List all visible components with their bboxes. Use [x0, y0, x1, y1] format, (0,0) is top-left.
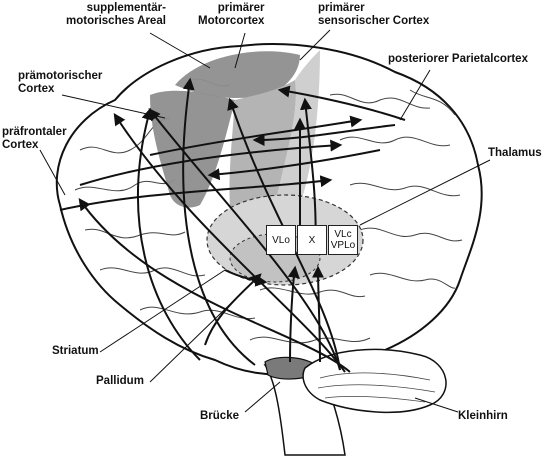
label-sma: supplementär- motorisches Areal: [66, 2, 166, 28]
nucleus-label-x: X: [308, 234, 316, 246]
label-bruecke: Brücke: [200, 410, 239, 423]
label-sma-line2: motorisches Areal: [66, 15, 166, 27]
label-pfc-line1: präfrontaler: [2, 126, 67, 138]
label-thalamus: Thalamus: [488, 147, 542, 160]
label-pallidum: Pallidum: [96, 375, 144, 388]
label-striatum: Striatum: [52, 345, 99, 358]
label-pallidum-text: Pallidum: [96, 375, 144, 387]
label-m1-line2: Motorcortex: [198, 15, 265, 27]
thalamus-nucleus-vlc: VLc VPLo: [328, 225, 358, 255]
label-sensory-cortex: primärer sensorischer Cortex: [318, 2, 429, 28]
label-sma-line1: supplementär-: [86, 2, 166, 14]
label-pmc-line1: prämotorischer: [18, 70, 103, 82]
thalamus-nucleus-x: X: [297, 225, 327, 255]
label-m1-line1: primärer: [217, 2, 265, 14]
cerebellum-folia: [317, 372, 436, 403]
label-motorcortex: primärer Motorcortex: [198, 2, 264, 28]
nucleus-label-vlo: VLo: [272, 234, 290, 246]
label-kleinhirn: Kleinhirn: [458, 410, 508, 423]
label-s1-line1: primärer: [318, 2, 365, 14]
pathway-arrows: [59, 77, 406, 373]
label-thalamus-text: Thalamus: [488, 147, 542, 159]
sma-region: [175, 51, 300, 98]
label-posterior-parietal: posteriorer Parietalcortex: [388, 53, 528, 66]
label-ppc-line1: posteriorer Parietalcortex: [388, 53, 528, 65]
leader-lines: [39, 29, 491, 413]
label-premotor-cortex: prämotorischer Cortex: [18, 70, 102, 96]
label-bruecke-text: Brücke: [200, 410, 239, 422]
nucleus-label-vlc: VLc: [334, 229, 352, 240]
thalamus-nucleus-vlo: VLo: [266, 225, 296, 255]
label-pmc-line2: Cortex: [18, 83, 55, 95]
label-striatum-text: Striatum: [52, 345, 99, 357]
label-pfc-line2: Cortex: [2, 139, 39, 151]
label-kleinhirn-text: Kleinhirn: [458, 410, 508, 422]
label-s1-line2: sensorischer Cortex: [318, 15, 430, 27]
nucleus-label-vplo: VPLo: [330, 240, 356, 251]
motorcortex-region: [229, 80, 296, 214]
label-prefrontal-cortex: präfrontaler Cortex: [2, 126, 67, 152]
premotor-region: [150, 90, 235, 208]
